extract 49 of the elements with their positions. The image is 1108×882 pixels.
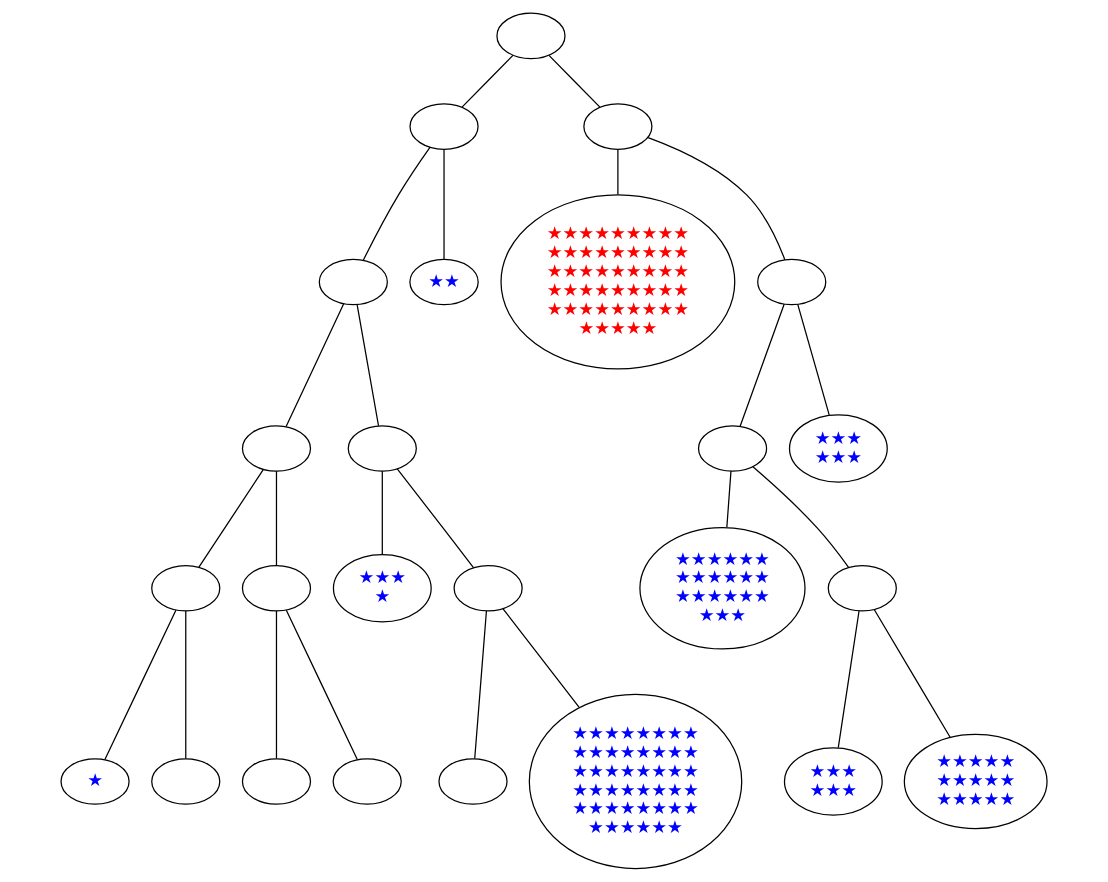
node-ellipse (151, 758, 221, 805)
node-ellipse: ★★ (409, 258, 479, 306)
node-ellipse (151, 564, 221, 612)
connector (726, 470, 732, 528)
node-ellipse (409, 103, 479, 150)
connector (617, 148, 619, 196)
connector (443, 148, 445, 260)
connector (873, 608, 951, 738)
node-ellipse: ★★★★★★ ★★★★★★ ★★★★★★ ★★★ (639, 526, 806, 650)
connector (752, 466, 850, 568)
node-ellipse (453, 564, 523, 612)
node-ellipse (697, 425, 768, 472)
node-ellipse (757, 258, 827, 306)
connector (647, 137, 786, 261)
node-ellipse (241, 564, 312, 612)
connector (381, 470, 383, 555)
connector (198, 469, 264, 568)
connector (548, 54, 601, 108)
connector (474, 610, 488, 760)
node-ellipse: ★★★ ★ (332, 553, 432, 623)
node-ellipse (438, 758, 508, 805)
connector (396, 468, 475, 569)
node-ellipse: ★★★★★★★★ ★★★★★★★★ ★★★★★★★★ ★★★★★★★★ ★★★★★★★★ ★★★★★★ (528, 693, 743, 870)
node-ellipse: ★★★ ★★★ (783, 747, 883, 816)
connector (356, 304, 380, 427)
connector (362, 146, 431, 261)
node-ellipse (318, 258, 388, 306)
connector (739, 303, 785, 427)
node-ellipse: ★★★★★ ★★★★★ ★★★★★ (903, 733, 1048, 830)
node-ellipse (583, 103, 653, 150)
node-ellipse: ★ (60, 758, 130, 805)
connector (285, 303, 345, 428)
connector (837, 610, 860, 749)
connector (285, 609, 358, 761)
connector (275, 610, 278, 760)
connector (275, 470, 278, 566)
connector (185, 610, 187, 760)
node-ellipse (241, 758, 312, 805)
node-ellipse (241, 425, 312, 472)
node-ellipse (332, 758, 402, 805)
node-ellipse (827, 564, 897, 612)
connector (502, 608, 580, 708)
node-ellipse (496, 12, 566, 60)
node-ellipse: ★★★★★★★★★ ★★★★★★★★★ ★★★★★★★★★ ★★★★★★★★★ ★★★★★★★★★ ★★★★★ (500, 194, 736, 370)
node-ellipse (347, 425, 417, 472)
connector (797, 303, 830, 416)
connector (104, 609, 177, 761)
node-ellipse: ★★★ ★★★ (788, 414, 888, 483)
connector (461, 54, 514, 108)
